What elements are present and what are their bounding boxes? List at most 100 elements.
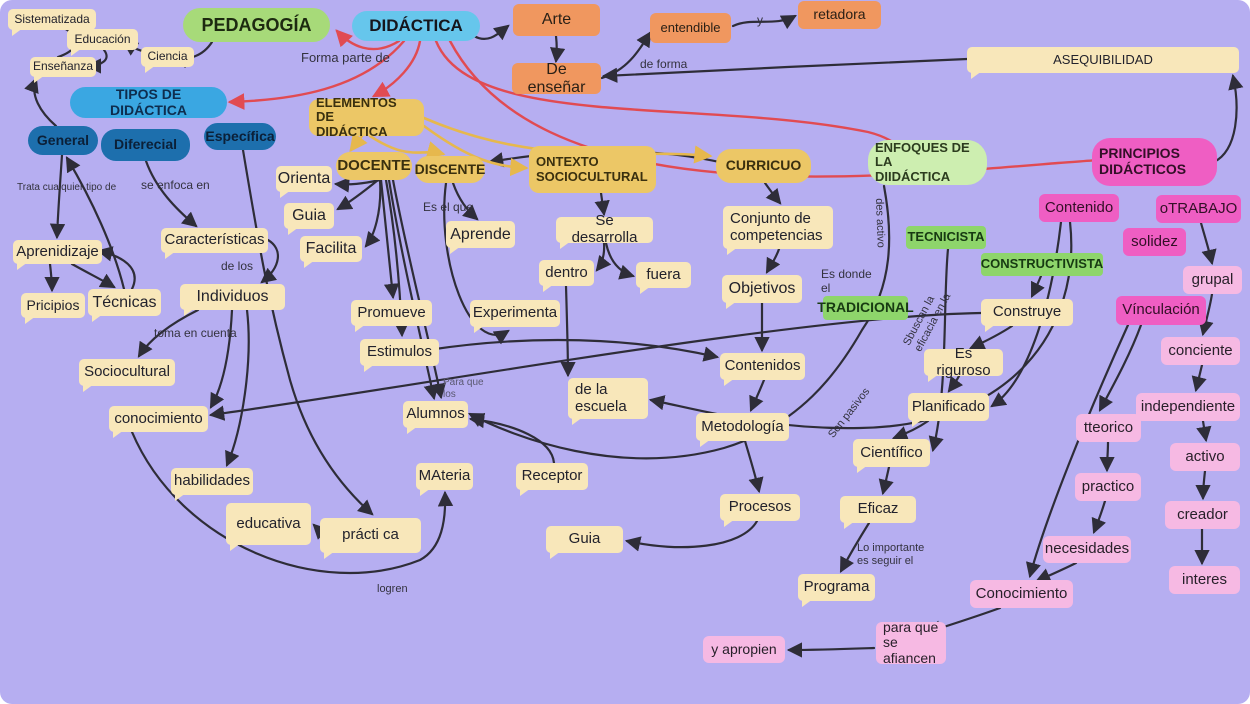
- node-tecnicas[interactable]: Técnicas: [88, 289, 161, 322]
- node-conocimiento-principio[interactable]: Conocimiento: [970, 580, 1073, 608]
- node-conciente[interactable]: conciente: [1161, 337, 1240, 365]
- node-se-desarrolla[interactable]: Se desarrolla: [556, 212, 653, 249]
- node-sociocultural[interactable]: Sociocultural: [79, 359, 175, 392]
- edge-tteorico-practico: [1099, 440, 1115, 473]
- node-orienta[interactable]: Orienta: [276, 166, 332, 198]
- node-arte[interactable]: Arte: [513, 4, 600, 36]
- node-materia[interactable]: MAteria: [416, 463, 473, 496]
- edge-sedesarrolla-dentro: [595, 241, 612, 272]
- node-especifica[interactable]: Específica: [204, 123, 276, 150]
- edge-docente-promueve: [379, 178, 400, 300]
- node-general[interactable]: General: [28, 126, 98, 155]
- node-experimenta[interactable]: Experimenta: [470, 300, 560, 333]
- edge-metodologia-procesos: [743, 439, 764, 494]
- node-discente[interactable]: DISCENTE: [415, 156, 485, 183]
- node-sistematizada[interactable]: Sistematizada: [8, 9, 96, 36]
- node-receptor[interactable]: Receptor: [516, 463, 588, 496]
- node-para-que-se-afiancen[interactable]: para que se afiancen: [876, 619, 946, 666]
- node-estimulos[interactable]: Estimulos: [360, 339, 439, 372]
- node-guia-docente[interactable]: Guia: [284, 203, 334, 235]
- node-elementos[interactable]: ELEMENTOS DE DIDÁCTICA: [309, 95, 424, 139]
- node-otrabajo[interactable]: oTRABAJO: [1156, 195, 1241, 223]
- node-es-riguroso[interactable]: Es riguroso: [924, 345, 1003, 382]
- node-contenido-principio[interactable]: Contenido: [1039, 194, 1119, 222]
- edge-planificado-cientifico: [891, 419, 930, 441]
- edge-arte-deensenar: [549, 34, 566, 64]
- node-constructivista[interactable]: CONSTRUCTIVISTA: [981, 253, 1103, 276]
- edge-grupal-conciente: [1198, 292, 1214, 337]
- node-guia-procesos[interactable]: Guia: [546, 526, 623, 559]
- node-de-la-escuela[interactable]: de la escuela: [568, 378, 648, 425]
- edge-otrabajo-grupal: [1199, 221, 1217, 266]
- edge-label-forma-parte-de: Forma parte de: [301, 50, 390, 65]
- node-curricuo[interactable]: CURRICUO: [716, 149, 811, 183]
- node-habilidades[interactable]: habilidades: [171, 468, 253, 501]
- node-tecnicista[interactable]: TECNICISTA: [906, 226, 986, 249]
- node-metodologia[interactable]: Metodología: [696, 413, 789, 447]
- edge-sedesarrolla-fuera: [604, 241, 636, 280]
- node-ensenanza[interactable]: Enseñanza: [30, 57, 96, 83]
- node-individuos[interactable]: Individuos: [180, 284, 285, 316]
- node-aprende[interactable]: Aprende: [446, 221, 515, 254]
- node-asequibilidad[interactable]: ASEQUIBILIDAD: [967, 47, 1239, 79]
- node-facilita[interactable]: Facilita: [300, 236, 362, 268]
- node-practica[interactable]: prácti ca: [320, 518, 421, 559]
- node-principios[interactable]: PRINCIPIOS DIDÁCTICOS: [1092, 138, 1217, 186]
- node-practico[interactable]: practico: [1075, 473, 1141, 501]
- node-entendible[interactable]: entendible: [650, 13, 731, 43]
- edge-independiente-activo: [1196, 419, 1212, 443]
- edge-elementos-discente: [368, 134, 446, 159]
- node-vinculacion[interactable]: Vínculación: [1116, 296, 1206, 325]
- node-pricipios[interactable]: Pricipios: [21, 293, 85, 324]
- edge-general-aprenidizaje: [49, 153, 66, 240]
- node-objetivos[interactable]: Objetivos: [722, 275, 802, 309]
- node-procesos[interactable]: Procesos: [720, 494, 800, 527]
- node-educacion[interactable]: Educación: [67, 29, 138, 56]
- node-independiente[interactable]: independiente: [1136, 393, 1240, 421]
- node-aprenidizaje[interactable]: Aprenidizaje: [13, 240, 102, 270]
- node-tradicional[interactable]: TRADICIONAL: [817, 296, 914, 320]
- edge-tecnicas-general: [65, 156, 126, 291]
- node-necesidades[interactable]: necesidades: [1043, 536, 1131, 563]
- node-educativa[interactable]: educativa: [226, 503, 311, 551]
- node-creador[interactable]: creador: [1165, 501, 1240, 529]
- node-interes[interactable]: interes: [1169, 566, 1240, 594]
- edge-construye-esriguroso: [969, 324, 1014, 350]
- node-tipos-de-didactica[interactable]: TIPOS DE DIDÁCTICA: [70, 86, 227, 118]
- node-caracteristicas[interactable]: Características: [161, 228, 268, 259]
- node-contenidos[interactable]: Contenidos: [720, 353, 805, 386]
- node-tteorico[interactable]: tteorico: [1076, 414, 1141, 442]
- node-programa[interactable]: Programa: [798, 574, 875, 607]
- node-planificado[interactable]: Planificado: [908, 393, 989, 427]
- edge-especifica-practica: [241, 148, 374, 516]
- edge-dentro-delaescuela: [560, 284, 576, 378]
- node-ciencia[interactable]: Ciencia: [141, 47, 194, 73]
- node-alumnos[interactable]: Alumnos: [403, 401, 468, 434]
- edge-contenidos-metodologia: [749, 378, 766, 413]
- node-conocimiento-nota[interactable]: conocimiento: [109, 406, 208, 438]
- edge-docente-guia: [336, 178, 380, 211]
- edge-constructivista-construye: [1030, 274, 1045, 298]
- node-cientifico[interactable]: Científico: [853, 439, 930, 473]
- node-dentro[interactable]: dentro: [539, 260, 594, 292]
- node-promueve[interactable]: Promueve: [351, 300, 432, 332]
- node-pedagogia[interactable]: PEDAGOGÍA: [183, 8, 330, 42]
- node-construye[interactable]: Construye: [981, 299, 1073, 332]
- node-retadora[interactable]: retadora: [798, 1, 881, 29]
- node-diferecial[interactable]: Diferecial: [101, 129, 190, 161]
- node-de-ensenar[interactable]: De enseñar: [512, 61, 601, 96]
- node-fuera[interactable]: fuera: [636, 262, 691, 294]
- node-activo[interactable]: activo: [1170, 443, 1240, 471]
- edge-label-logren: logren: [377, 583, 408, 595]
- node-solidez[interactable]: solidez: [1123, 228, 1186, 256]
- node-docente[interactable]: DOCENTE: [336, 152, 412, 180]
- node-y-apropien[interactable]: y apropien: [703, 636, 785, 663]
- edge-label-se-enfoca-en: se enfoca en: [141, 178, 210, 192]
- node-enfoques[interactable]: ENFOQUES DE LA DIIDÁCTICA: [868, 140, 987, 185]
- node-conjunto[interactable]: Conjunto de competencias: [723, 206, 833, 255]
- node-grupal[interactable]: grupal: [1183, 266, 1242, 294]
- node-ontexto[interactable]: ONTEXTO SOCIOCULTURAL: [529, 146, 656, 193]
- node-eficaz[interactable]: Eficaz: [840, 496, 916, 529]
- node-didactica[interactable]: DIDÁCTICA: [352, 11, 480, 41]
